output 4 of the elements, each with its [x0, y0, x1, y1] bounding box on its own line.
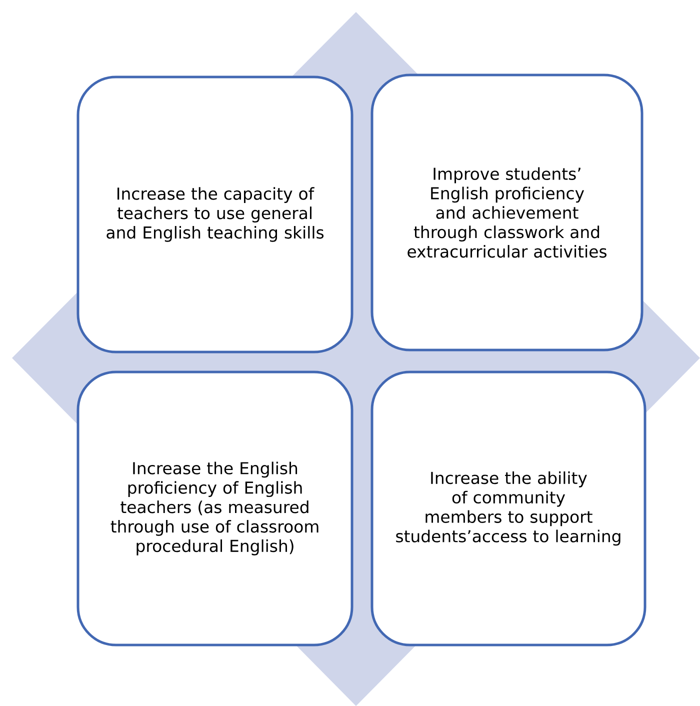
goal-box: Increase the ability of community members to support students’access to learning	[370, 370, 646, 646]
goal-box: Increase the English proficiency of English teachers (as measured through use of classroom procedural English)	[76, 370, 354, 646]
goal-box: Increase the capacity of teachers to use general and English teaching skills	[76, 76, 354, 354]
goal-box: Improve students’ English proficiency and achievement through classwork and extracurricular activities	[370, 74, 644, 352]
